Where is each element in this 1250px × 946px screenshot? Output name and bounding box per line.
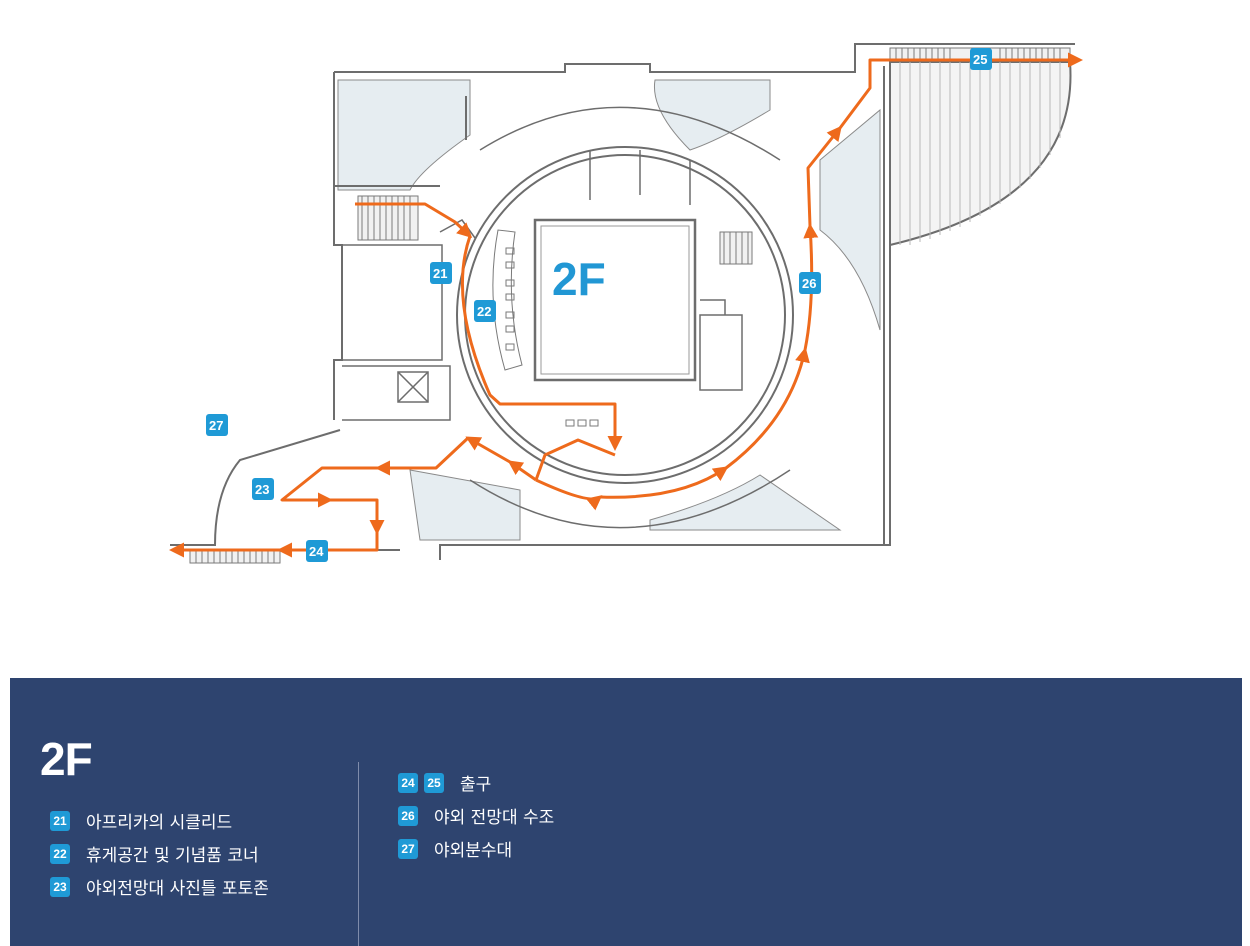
legend-label-21: 아프리카의 시클리드 bbox=[86, 813, 233, 833]
legend-label-27: 야외분수대 bbox=[434, 841, 513, 861]
map-marker-21: 21 bbox=[430, 262, 452, 284]
legend-label-23: 야외전망대 사진틀 포토존 bbox=[86, 879, 269, 899]
quarter-deck bbox=[889, 61, 1072, 247]
map-floor-title: 2F bbox=[552, 253, 606, 305]
map-marker-25-label: 25 bbox=[973, 52, 987, 67]
legend-label-24-25: 출구 bbox=[460, 775, 492, 795]
map-marker-22-label: 22 bbox=[477, 304, 491, 319]
map-marker-24: 24 bbox=[306, 540, 328, 562]
map-marker-22: 22 bbox=[474, 300, 496, 322]
floor-plan-map: 2F 21 22 23 24 25 26 27 bbox=[169, 43, 1083, 564]
map-marker-24-label: 24 bbox=[309, 544, 324, 559]
legend-badge-23: 23 bbox=[50, 876, 70, 897]
map-marker-23-label: 23 bbox=[255, 482, 269, 497]
legend-list-right: 24 25 출구 26 야외 전망대 수조 27 야외분수대 bbox=[398, 766, 554, 865]
legend-divider bbox=[358, 762, 359, 946]
map-marker-23: 23 bbox=[252, 478, 274, 500]
legend-label-26: 야외 전망대 수조 bbox=[434, 808, 555, 828]
legend-item-26: 26 야외 전망대 수조 bbox=[398, 799, 554, 832]
right-rooms bbox=[589, 150, 743, 391]
map-marker-26-label: 26 bbox=[802, 276, 816, 291]
legend-badge-22: 22 bbox=[50, 843, 70, 864]
planter-areas bbox=[337, 79, 881, 541]
legend-badge-27: 27 bbox=[398, 838, 418, 859]
legend-item-27: 27 야외분수대 bbox=[398, 832, 554, 865]
legend-panel: 2F 21 아프리카의 시클리드 22 휴게공간 및 기념품 코너 23 야외전… bbox=[10, 678, 1242, 946]
building-walls bbox=[170, 43, 1075, 560]
legend-badge-26: 26 bbox=[398, 805, 418, 826]
legend-floor-title: 2F bbox=[40, 733, 93, 785]
map-marker-21-label: 21 bbox=[433, 266, 447, 281]
legend-label-22: 휴게공간 및 기념품 코너 bbox=[86, 846, 259, 866]
left-rooms bbox=[341, 219, 476, 421]
legend-item-23: 23 야외전망대 사진틀 포토존 bbox=[50, 870, 269, 903]
map-marker-25: 25 bbox=[970, 48, 992, 70]
seating-area bbox=[492, 229, 599, 427]
map-marker-27-label: 27 bbox=[209, 418, 223, 433]
legend-badge-25: 25 bbox=[424, 772, 444, 793]
legend-badge-21: 21 bbox=[50, 810, 70, 831]
legend-badge-24: 24 bbox=[398, 772, 418, 793]
legend-item-24-25: 24 25 출구 bbox=[398, 766, 554, 799]
legend-list-left: 21 아프리카의 시클리드 22 휴게공간 및 기념품 코너 23 야외전망대 … bbox=[50, 804, 269, 903]
central-tank bbox=[533, 218, 697, 382]
map-marker-27: 27 bbox=[206, 414, 228, 436]
legend-item-22: 22 휴게공간 및 기념품 코너 bbox=[50, 837, 269, 870]
map-marker-26: 26 bbox=[799, 272, 821, 294]
legend-item-21: 21 아프리카의 시클리드 bbox=[50, 804, 269, 837]
